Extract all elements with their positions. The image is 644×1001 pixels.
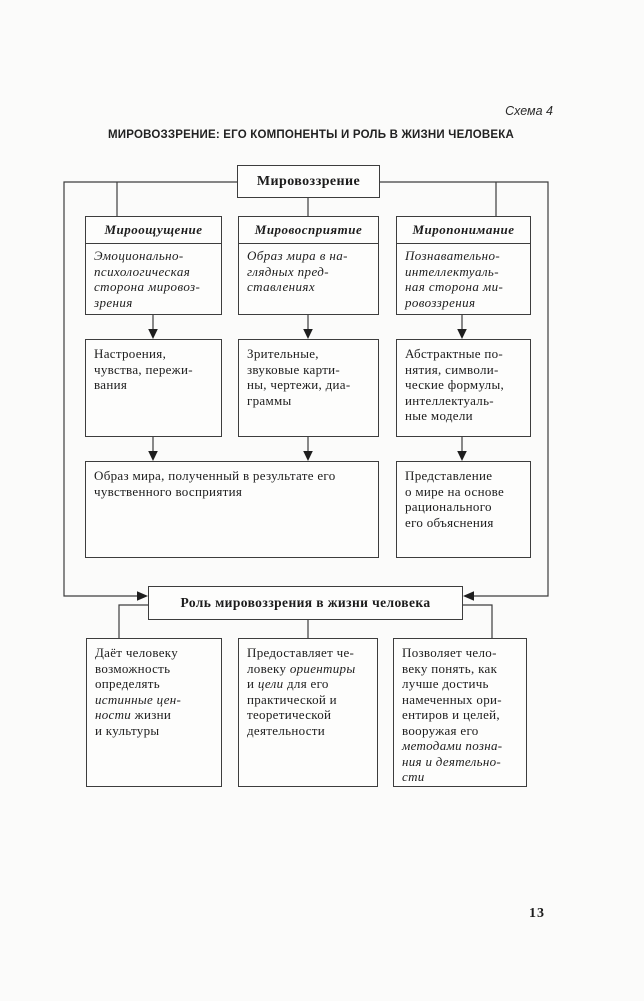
arrow-col1-row2-head xyxy=(148,329,158,339)
arrowhead-into-role-right xyxy=(463,591,474,601)
column-understanding-box: Миропонимание Познавательно-интеллектуал… xyxy=(396,216,531,315)
scheme-number-label: Схема 4 xyxy=(505,104,553,118)
frame-right-line xyxy=(380,181,549,597)
column-feeling-title: Мироощущение xyxy=(86,217,221,244)
result-perception-text: Зрительные,звуковые карти-ны, чертежи, д… xyxy=(247,346,351,408)
result-perception-box: Зрительные,звуковые карти-ны, чертежи, д… xyxy=(238,339,379,437)
result-feeling-text: Настроения,чувства, пережи-вания xyxy=(94,346,193,392)
result-understanding-box: Абстрактные по-нятия, символи-ческие фор… xyxy=(396,339,531,437)
root-box-worldview: Мировоззрение xyxy=(237,165,380,198)
role-to-bottom3-line xyxy=(463,604,493,638)
arrow-col1-row3-head xyxy=(148,451,158,461)
arrow-col2-row2-head xyxy=(303,329,313,339)
result-feeling-box: Настроения,чувства, пережи-вания xyxy=(85,339,222,437)
column-understanding-subtitle: Познавательно-интеллектуаль-ная сторона … xyxy=(405,248,504,310)
column-perception-subtitle: Образ мира в на-глядных пред-ставлениях xyxy=(247,248,348,294)
column-understanding-title: Миропонимание xyxy=(397,217,530,244)
result-understanding-text: Абстрактные по-нятия, символи-ческие фор… xyxy=(405,346,505,423)
column-perception-title: Мировосприятие xyxy=(239,217,378,244)
arrow-col2-row3-head xyxy=(303,451,313,461)
role-box-label: Роль мировоззрения в жизни человека xyxy=(180,595,431,610)
page-title: МИРОВОЗЗРЕНИЕ: ЕГО КОМПОНЕНТЫ И РОЛЬ В Ж… xyxy=(108,129,514,141)
page-number: 13 xyxy=(529,906,545,921)
role-box: Роль мировоззрения в жизни человека xyxy=(148,586,463,620)
role-to-bottom1-line xyxy=(118,604,148,638)
column-feeling-box: Мироощущение Эмоционально-психологическа… xyxy=(85,216,222,315)
arrow-col3-row2-head xyxy=(457,329,467,339)
frame-left-line xyxy=(63,181,237,597)
arrowhead-into-role-left xyxy=(137,591,148,601)
arrow-col3-row3-head xyxy=(457,451,467,461)
column-perception-box: Мировосприятие Образ мира в на-глядных п… xyxy=(238,216,379,315)
root-box-label: Мировоззрение xyxy=(256,173,361,189)
